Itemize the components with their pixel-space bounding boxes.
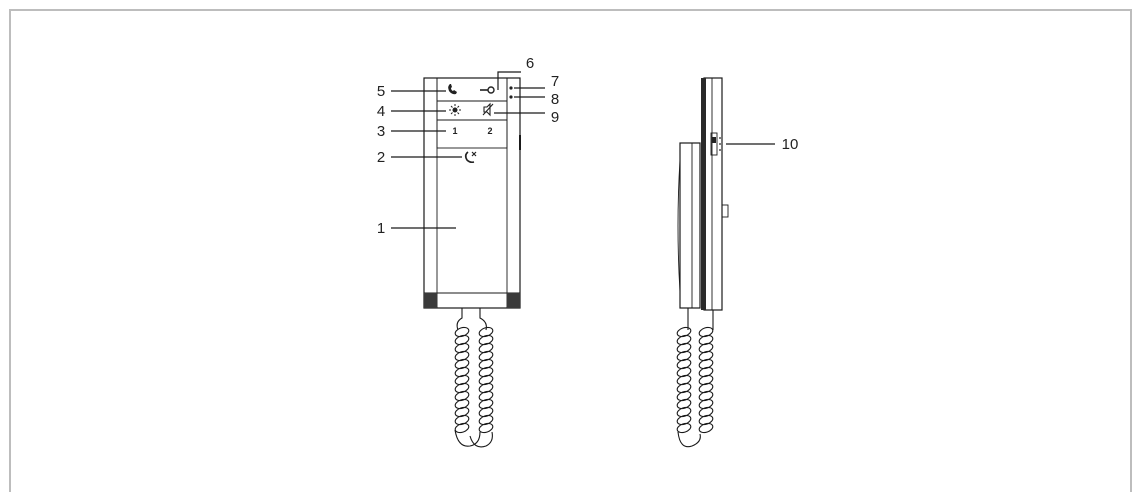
front-view: 1 2 1 2 3 4 (377, 55, 559, 448)
callout-8: 8 (551, 91, 559, 108)
side-dot-3 (719, 149, 721, 151)
key-icon[interactable] (480, 86, 495, 94)
callout-2: 2 (377, 149, 385, 166)
callout-5: 5 (377, 83, 385, 100)
frame-border (9, 9, 1132, 492)
side-bracket (721, 204, 729, 218)
side-switch[interactable] (710, 132, 718, 156)
side-base-unit (703, 77, 723, 311)
button-2-label[interactable]: 2 (487, 126, 492, 136)
side-handset-curve (677, 159, 681, 293)
callout-3: 3 (377, 123, 385, 140)
side-view: 10 (676, 77, 799, 448)
front-right-coil-loop (478, 422, 494, 434)
side-coil-bottom (677, 431, 701, 448)
light-icon[interactable] (449, 104, 461, 116)
callout-6: 6 (526, 55, 534, 72)
left-foot (424, 293, 437, 308)
side-right-coil-loop (698, 422, 714, 434)
front-coils (454, 326, 494, 448)
side-base-front-edge (701, 78, 706, 310)
side-dot-1 (719, 137, 721, 139)
handset-icon[interactable] (448, 84, 457, 95)
led-8 (509, 95, 513, 99)
front-callout-lines (391, 71, 545, 229)
side-switch-knob (712, 137, 716, 143)
button-1-label[interactable]: 1 (452, 126, 457, 136)
side-handset (679, 142, 701, 309)
side-coils (676, 326, 714, 448)
callout-7: 7 (551, 73, 559, 90)
callout-1: 1 (377, 220, 385, 237)
callout-4: 4 (377, 103, 385, 120)
hands-free-icon[interactable] (464, 151, 477, 164)
front-coil-bottom (454, 429, 481, 447)
callout-9: 9 (551, 109, 559, 126)
side-left-coil-loop (676, 422, 692, 434)
led-7 (509, 86, 513, 90)
front-coil-bottom-2 (469, 431, 493, 448)
mute-icon[interactable] (482, 102, 494, 117)
callout-10: 10 (782, 136, 799, 153)
side-dot-2 (719, 143, 721, 145)
front-coiled-cords (456, 308, 487, 331)
right-foot (507, 293, 520, 308)
